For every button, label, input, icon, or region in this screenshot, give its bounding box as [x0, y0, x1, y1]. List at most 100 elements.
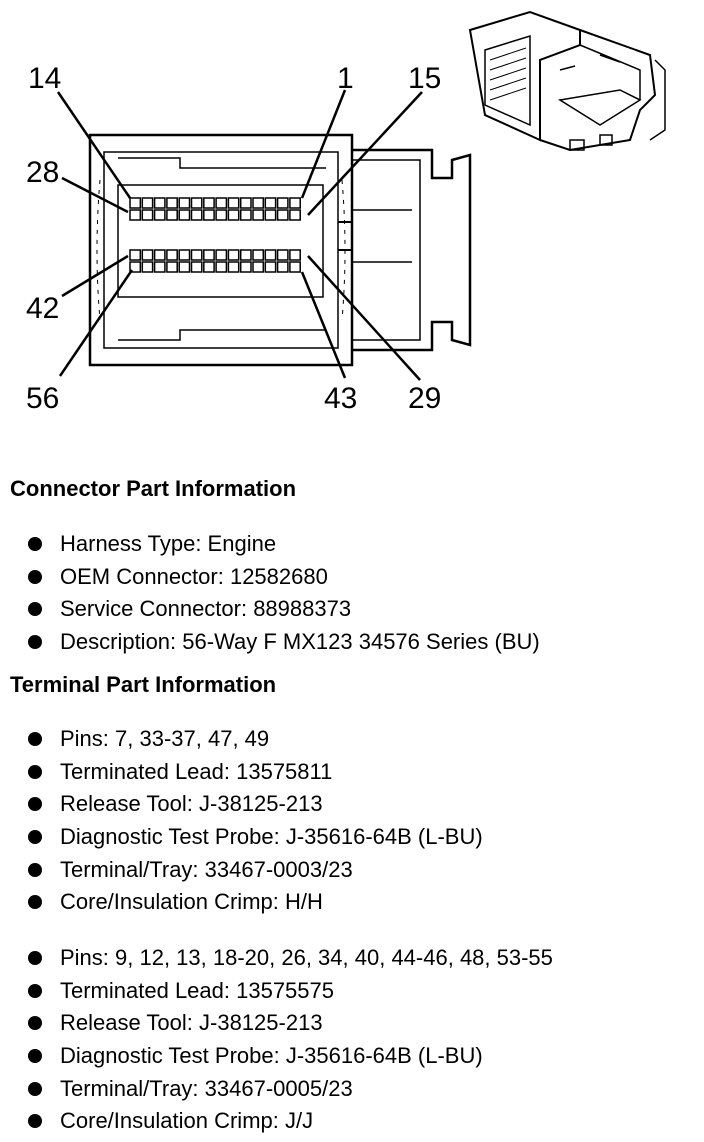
pin-label-28: 28 [26, 156, 59, 189]
leader-28 [61, 176, 129, 214]
pin-label-29: 29 [408, 382, 441, 415]
connector-diagram: 14 1 15 28 42 56 43 29 [26, 10, 666, 415]
leader-56 [58, 269, 134, 377]
pin-cavity [153, 261, 166, 273]
list-item: Harness Type: Engine [28, 528, 540, 561]
pin-cavity [166, 197, 178, 209]
pin-cavity [289, 249, 301, 261]
pin-cavity [215, 197, 228, 209]
pin-cavity [178, 209, 191, 221]
pin-label-1: 1 [337, 62, 354, 95]
leader-15 [307, 91, 423, 216]
pin-cavity [129, 197, 142, 209]
pin-cavity [239, 197, 252, 209]
bullet-icon [28, 1049, 42, 1064]
pin-cavity [289, 209, 301, 221]
pin-cavity [178, 261, 191, 273]
pin-cavity [153, 209, 166, 221]
pin-cavity [190, 249, 203, 261]
bullet-icon [28, 830, 42, 845]
bullet-icon [28, 635, 42, 650]
pin-cavity [252, 249, 265, 261]
pin-cavity [252, 209, 265, 221]
pin-cavity [215, 249, 228, 261]
list-item: Service Connector: 88988373 [28, 593, 540, 626]
list-item: OEM Connector: 12582680 [28, 561, 540, 594]
pin-cavity [215, 261, 228, 273]
pin-cavity [203, 197, 215, 209]
bullet-icon [28, 951, 42, 965]
pin-cavity [190, 197, 203, 209]
pin-cavity [141, 197, 154, 209]
bullet-icon [28, 537, 42, 551]
pin-cavity [239, 249, 252, 261]
pin-cavity [190, 261, 203, 273]
list-item: Diagnostic Test Probe: J-35616-64B (L-BU… [28, 821, 483, 854]
terminal-group-1-list: Pins: 7, 33-37, 47, 49 Terminated Lead: … [28, 723, 483, 919]
pin-cavity [252, 197, 265, 209]
pin-cavity [276, 197, 289, 209]
pin-cavity [289, 261, 301, 273]
list-item: Diagnostic Test Probe: J-35616-64B (L-BU… [28, 1040, 553, 1073]
pin-cavity [289, 197, 301, 209]
leader-43 [300, 271, 347, 379]
bullet-icon [28, 797, 42, 812]
pin-cavity [264, 209, 277, 221]
leader-1 [300, 89, 347, 199]
pin-cavity [227, 261, 240, 273]
pin-cavity [264, 197, 277, 209]
pin-label-56: 56 [26, 382, 59, 415]
pin-cavity [178, 197, 191, 209]
pin-cavity [227, 197, 240, 209]
connector-3d-illustration [468, 10, 666, 152]
list-item: Release Tool: J-38125-213 [28, 788, 483, 821]
leader-14 [56, 91, 132, 199]
pin-cavity [141, 209, 154, 221]
pin-cavity [203, 261, 215, 273]
pin-cavity [276, 249, 289, 261]
connector-face [88, 133, 354, 367]
bullet-icon [28, 732, 42, 746]
connector-housing [352, 148, 472, 352]
pin-label-15: 15 [408, 62, 441, 95]
pin-cavity [129, 249, 142, 261]
pin-cavity [203, 209, 215, 221]
pin-cavity [141, 249, 154, 261]
pin-cavity [215, 209, 228, 221]
pin-label-43: 43 [324, 382, 357, 415]
bullet-icon [28, 1016, 42, 1031]
pin-cavity [264, 249, 277, 261]
connector-info-title: Connector Part Information [10, 476, 297, 501]
list-item: Pins: 9, 12, 13, 18-20, 26, 34, 40, 44-4… [28, 942, 553, 975]
list-item: Release Tool: J-38125-213 [28, 1007, 553, 1040]
pin-cavity [166, 261, 178, 273]
pin-cavity [227, 209, 240, 221]
pin-cavity [227, 249, 240, 261]
list-item: Terminated Lead: 13575575 [28, 975, 553, 1008]
pin-cavity [239, 261, 252, 273]
list-item: Terminal/Tray: 33467-0003/23 [28, 854, 483, 887]
pin-cavity [166, 249, 178, 261]
pin-cavity [129, 261, 142, 273]
pin-cavity [129, 209, 142, 221]
pin-cavity [264, 261, 277, 273]
bullet-icon [28, 764, 42, 779]
bullet-icon [28, 1114, 42, 1129]
pin-cavity [178, 249, 191, 261]
pin-cavity [166, 209, 178, 221]
pin-cavity [276, 261, 289, 273]
pin-label-42: 42 [26, 292, 59, 325]
bullet-icon [28, 569, 42, 584]
pin-cavity-grid [129, 197, 301, 273]
pin-leader-lines [56, 89, 423, 381]
pin-label-14: 14 [28, 62, 61, 95]
pin-cavity [239, 209, 252, 221]
list-item: Description: 56-Way F MX123 34576 Series… [28, 626, 540, 659]
pin-cavity [190, 209, 203, 221]
leader-29 [307, 255, 421, 381]
bullet-icon [28, 862, 42, 877]
pin-cavity [141, 261, 154, 273]
list-item: Core/Insulation Crimp: J/J [28, 1105, 553, 1138]
bullet-icon [28, 1081, 42, 1096]
pin-cavity [203, 249, 215, 261]
